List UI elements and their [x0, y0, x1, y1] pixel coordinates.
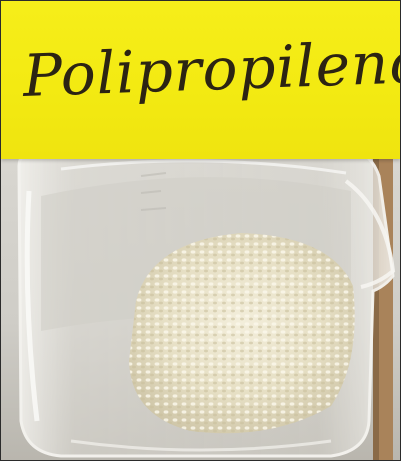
glass-highlight-rim: [60, 159, 347, 175]
glass-highlight-bottom: [70, 439, 332, 452]
ruler-edge: [373, 151, 379, 460]
glass-highlight-left: [24, 190, 40, 422]
label-tape: Polipropileno: [1, 1, 400, 159]
pellets-texture: [129, 233, 355, 434]
spout: [344, 179, 396, 289]
label-handwriting: Polipropileno: [21, 27, 401, 110]
graduation-marks: [140, 172, 167, 211]
